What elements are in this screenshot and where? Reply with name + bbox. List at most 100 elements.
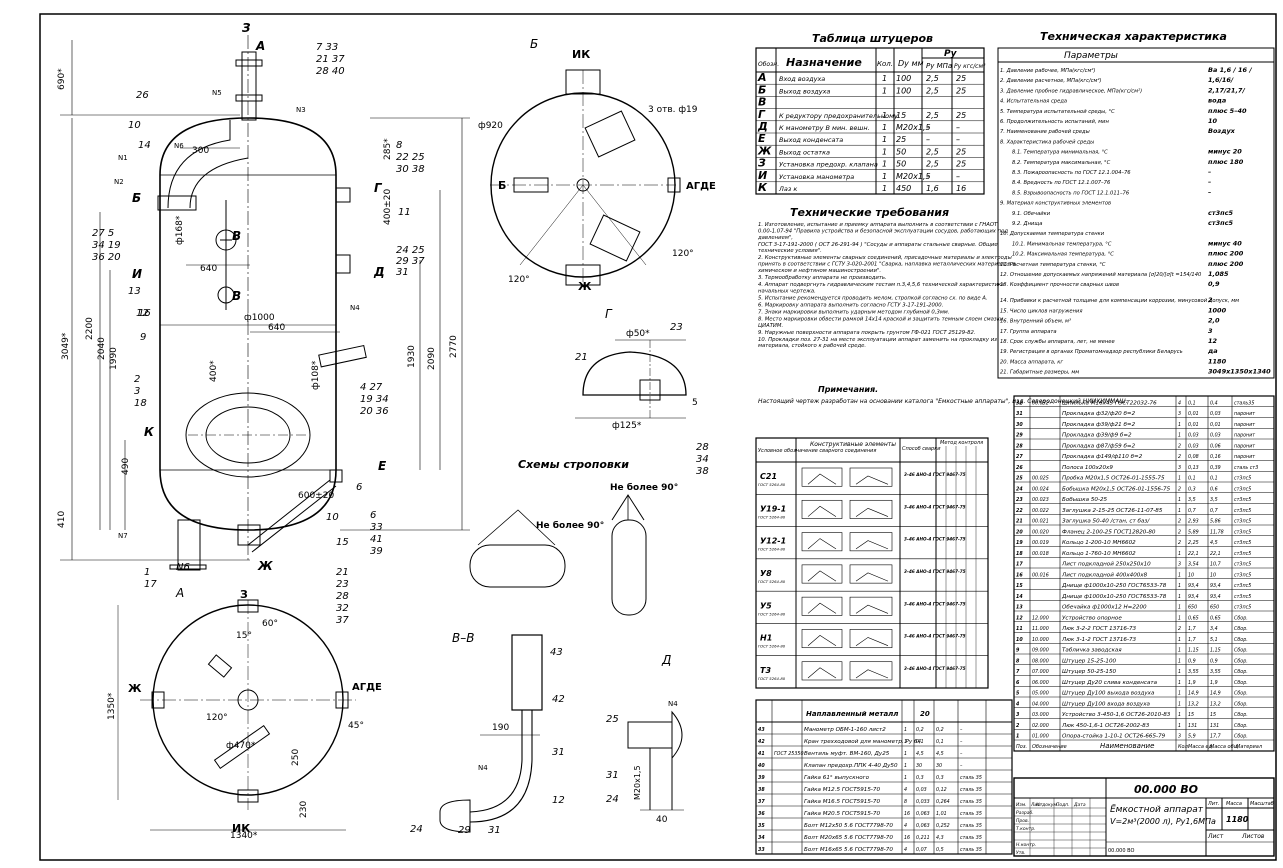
bom-upper-cell: Бобышка М20х1,5 ОСТ26-01-1556-75 bbox=[1062, 486, 1171, 492]
bom-upper-cell: 2 bbox=[1178, 443, 1181, 449]
tech-char-value: 3 bbox=[1208, 327, 1213, 335]
nozzle-hdr-3: Dу мм bbox=[898, 59, 924, 68]
bom-upper-cell: 0,7 bbox=[1210, 508, 1218, 514]
nozzle-n6: N6 bbox=[174, 142, 184, 150]
bom-upper-cell: ст3пс5 bbox=[1234, 562, 1251, 568]
title-head-4: Дата bbox=[1073, 802, 1086, 808]
bom-upper-cell: 1,15 bbox=[1210, 648, 1221, 654]
nozzle-cell: Установка предохр. клапана bbox=[779, 161, 878, 169]
bom-upper-cell: 15 bbox=[1016, 583, 1023, 589]
bom-upper-cell: 23 bbox=[1016, 497, 1023, 503]
requirement-item: 10. Прокладки поз. 27-31 на месте эксплу… bbox=[758, 337, 997, 349]
svg-text:33: 33 bbox=[370, 522, 383, 533]
bom-upper-cell: 0,01 bbox=[1188, 422, 1199, 428]
bom-upper-cell: 09.000 bbox=[1032, 648, 1049, 654]
nozzle-hdr-0: Обозн. bbox=[758, 61, 779, 68]
svg-text:24 25: 24 25 bbox=[396, 245, 425, 256]
bom-upper-cell: Заглушка 2-15-25 ОСТ26-11-07-85 bbox=[1062, 508, 1163, 514]
nozzle-cell: – bbox=[956, 135, 960, 144]
bom-upper-cell: 00.022 bbox=[1032, 508, 1049, 514]
main-vessel-view: 690* 2200 2040 1990 3049* 410 490 1930 2… bbox=[57, 21, 470, 626]
tech-char-rows: 1. Давление рабочее, МПа(кгс/см²)Ва 1,6 … bbox=[1000, 66, 1271, 376]
sling-angle-1: Не более 90° bbox=[536, 520, 604, 531]
bom-upper-cell: 4 bbox=[1178, 400, 1181, 406]
bom-lower-cell: 43 bbox=[758, 727, 765, 733]
nozzle-n2: N2 bbox=[114, 178, 124, 186]
bom-upper-cell: 13,2 bbox=[1210, 701, 1221, 707]
requirement-item: 1. Изготовление, испытание и приемку апп… bbox=[757, 222, 1008, 241]
bom-upper-cell: 25 bbox=[1016, 476, 1023, 482]
weld-code: Н1 bbox=[760, 634, 772, 643]
bom-upper-cell: паронит bbox=[1234, 434, 1255, 439]
bom-upper-cell: 1 bbox=[1178, 497, 1181, 503]
tech-char-param: 4. Испытательная среда bbox=[1000, 99, 1067, 105]
dim-d1000: ф1000 bbox=[244, 313, 275, 323]
view-a-a15: 15° bbox=[236, 631, 252, 641]
tech-char-value: – bbox=[1208, 188, 1211, 196]
requirement-item: ГОСТ 3-17-191-2000 ( ОСТ 26-291-94 ) "Со… bbox=[758, 242, 998, 254]
svg-text:2: 2 bbox=[134, 374, 140, 385]
bom-upper-cell: 07.000 bbox=[1032, 669, 1049, 675]
nozzle-cell: 1 bbox=[882, 111, 887, 120]
bom-upper-cell: 0,08 bbox=[1188, 454, 1199, 460]
nozzle-n4: N4 bbox=[350, 304, 360, 312]
bom-upper-cell: 10 bbox=[1210, 572, 1216, 578]
bom-upper-cell: 10.000 bbox=[1032, 637, 1049, 643]
bom-lower-cell: 40 bbox=[758, 763, 765, 769]
tech-char-param: 21. Габаритные размеры, мм bbox=[1000, 370, 1079, 376]
nozzle-cell: 2,5 bbox=[926, 111, 939, 120]
view-a-a60: 60° bbox=[262, 619, 278, 629]
bom-upper-cell: ст3пс5 bbox=[1234, 540, 1251, 546]
tech-char-value: минус 20 bbox=[1208, 148, 1242, 156]
bom-upper-cell: 1,9 bbox=[1188, 680, 1196, 686]
svg-text:38: 38 bbox=[696, 466, 709, 477]
nozzle-cell: 1 bbox=[882, 86, 887, 95]
bom-upper-cell: 17,7 bbox=[1210, 734, 1221, 740]
nozzle-cell: 2,5 bbox=[926, 147, 939, 156]
bom-upper-cell: 1 bbox=[1178, 680, 1181, 686]
bom-upper-cell: 00.018 bbox=[1032, 551, 1049, 557]
bom-lower-cell: 0,07 bbox=[916, 847, 927, 853]
bom-upper-cell: Сбор. bbox=[1234, 648, 1248, 654]
weld-code: У19-1 bbox=[760, 504, 786, 513]
bom-upper-cell: 1 bbox=[1178, 648, 1181, 654]
tech-char-value: плюс 180 bbox=[1208, 158, 1244, 166]
bom-upper-cell: ст3пс5 bbox=[1234, 486, 1251, 492]
bom-upper-cell: 93,4 bbox=[1210, 594, 1221, 600]
bom-lower-cell: 1 bbox=[904, 739, 907, 745]
bom-upper-cell: 15 bbox=[1188, 712, 1194, 718]
bom-upper-cell: 3,5 bbox=[1188, 497, 1196, 503]
weld-table: Условное обозначение сварного соединения… bbox=[755, 437, 989, 689]
bom-upper-cell: Прокладка ф87/ф59 б=2 bbox=[1062, 443, 1136, 449]
view-d-d40: 40 bbox=[656, 815, 668, 825]
nozzle-cell: Д bbox=[757, 120, 768, 133]
bom-upper-cell: 6 bbox=[1016, 680, 1020, 686]
bom-upper-cell: 00.024 bbox=[1032, 486, 1049, 492]
svg-text:N6: N6 bbox=[176, 562, 190, 573]
bom-upper-cell: 131 bbox=[1188, 723, 1197, 729]
bom-upper-cell: 06.000 bbox=[1032, 680, 1049, 686]
bom-lower-cell: 4,5 bbox=[936, 751, 944, 757]
bom-lower-cell: 0,033 bbox=[916, 799, 930, 805]
bom-lower-cell: 0,252 bbox=[936, 823, 950, 829]
svg-text:29 37: 29 37 bbox=[396, 256, 425, 267]
bom-lower-qty: 20 bbox=[920, 710, 930, 718]
bom-lower-cell: Манометр ОБМ-1-160 лист2 bbox=[804, 727, 886, 733]
bom-upper-cell: 1 bbox=[1178, 422, 1181, 428]
support-leg-center bbox=[237, 524, 261, 546]
bom-upper-cell: 1,9 bbox=[1210, 680, 1218, 686]
tech-char-param: 8.4. Вредность по ГОСТ 12.1.007–76 bbox=[1012, 180, 1111, 186]
view-b-holes: 3 отв. ф19 bbox=[648, 105, 698, 115]
svg-text:42: 42 bbox=[552, 694, 565, 705]
svg-text:З: З bbox=[240, 588, 248, 601]
label-i: И bbox=[132, 267, 142, 281]
bom-lower-title: Наплавленный металл bbox=[806, 710, 898, 718]
bom-lower: Наплавленный металл 20 43 Манометр ОБМ-1-… bbox=[755, 699, 1013, 855]
bom-upper-cell: 0,03 bbox=[1188, 433, 1199, 439]
bom-lower-cell: 4,3 bbox=[936, 835, 944, 841]
svg-text:23: 23 bbox=[336, 579, 349, 590]
title-role-3: Н.контр. bbox=[1016, 842, 1036, 848]
